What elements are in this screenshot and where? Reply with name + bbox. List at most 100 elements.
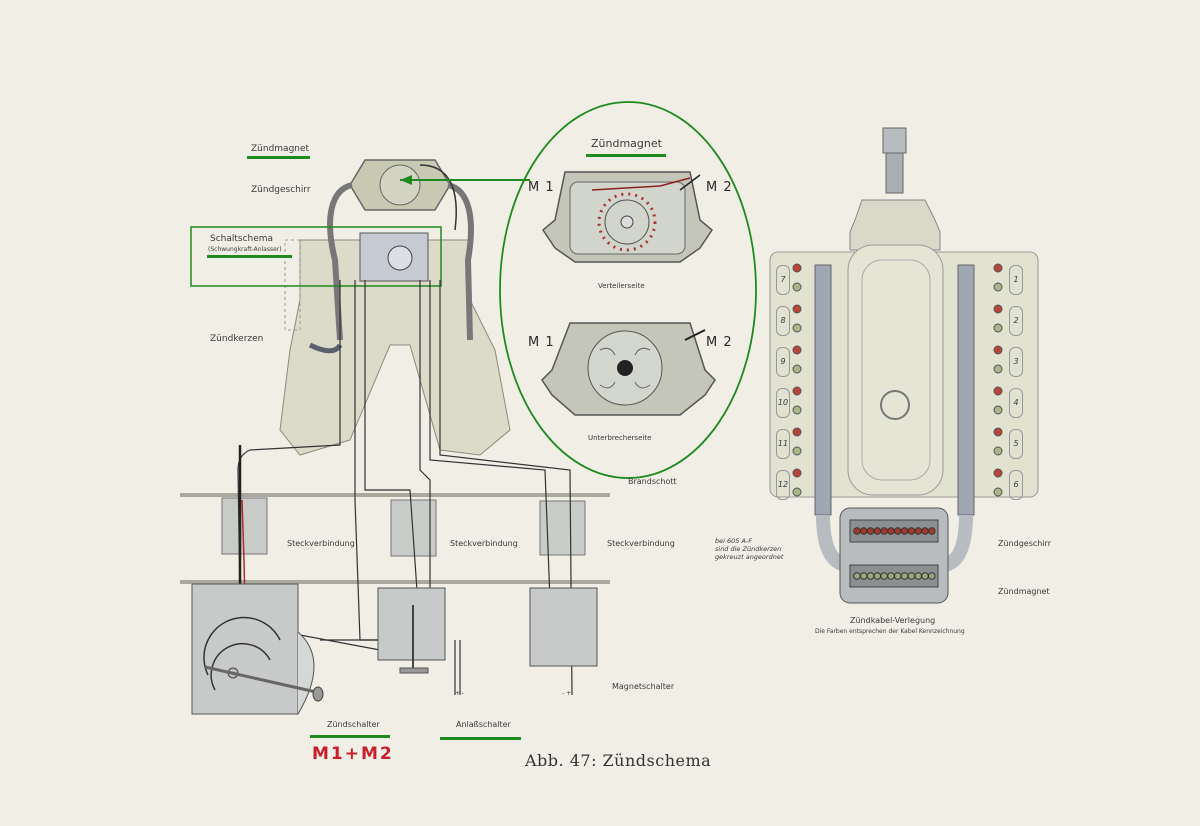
note-line-3: gekreuzt angeordnet	[715, 553, 784, 561]
label-verteilerseite: Verteilerseite	[598, 282, 645, 290]
label-schaltschema-sub: (Schwungkraft-Anlasser)	[208, 246, 282, 253]
spark-plug-left-12-0	[792, 468, 802, 478]
magneto-top-view	[542, 171, 713, 263]
magnet-terminal-m1-11	[921, 527, 929, 535]
cylinder-right-6: 6	[1009, 470, 1023, 500]
magnet-terminal-m2-7	[894, 572, 902, 580]
figure-caption: Abb. 47: Zündschema	[525, 751, 712, 770]
cylinder-right-1: 1	[1009, 265, 1023, 295]
right-title: Zündkabel-Verlegung	[850, 616, 936, 625]
label-right-zuendgeschirr: Zündgeschirr	[998, 539, 1051, 548]
magnet-terminal-m1-4	[873, 527, 882, 535]
magnet-terminal-m2-1	[853, 572, 861, 580]
underline-zuendmagnet	[247, 156, 310, 159]
detail-oval	[499, 101, 757, 479]
spark-plug-right-1-0	[993, 263, 1003, 273]
spark-plug-left-8-0	[792, 304, 802, 314]
schaltschema-highlight-frame	[190, 226, 442, 287]
cylinder-right-5: 5	[1009, 429, 1023, 459]
spark-plug-left-9-1	[792, 364, 802, 374]
magnet-terminal-m1-8	[900, 527, 909, 535]
label-magnetschalter: Magnetschalter	[612, 682, 675, 691]
spark-plug-dots	[792, 263, 1003, 497]
zuendschalter-box	[191, 583, 324, 715]
magnet-terminal-m2-8	[900, 572, 909, 580]
cylinder-right-2: 2	[1009, 306, 1023, 336]
cylinder-left-9: 9	[776, 347, 790, 377]
spark-plug-right-1-1	[993, 282, 1003, 292]
cylinder-left-8: 8	[776, 306, 790, 336]
right-subtitle: Die Farben entsprechen der Kabel Kennzei…	[815, 628, 965, 635]
engine-right	[769, 127, 1039, 604]
magnetschalter-box	[529, 587, 598, 667]
cylinder-left-11: 11	[776, 429, 790, 459]
harness-left	[327, 182, 353, 341]
detail-title: Zündmagnet	[591, 137, 662, 150]
spark-plug-right-6-0	[993, 468, 1003, 478]
cylinder-right-3: 3	[1009, 347, 1023, 377]
spark-plug-right-2-1	[993, 323, 1003, 333]
cylinder-left-12: 12	[776, 470, 790, 500]
harness-right	[447, 182, 474, 341]
underline-anlassschalter	[440, 737, 521, 740]
magnet-terminal-m2-4	[873, 572, 882, 580]
spark-plug-left-11-1	[792, 446, 802, 456]
anlassschalter-polarity: + -	[455, 690, 465, 697]
spark-plug-left-8-1	[792, 323, 802, 333]
bottom-view-m1: M 1	[528, 335, 555, 350]
magnet-terminal-m1-1	[853, 527, 861, 535]
magnet-terminal-m2-10	[914, 572, 923, 580]
bottom-view-m2: M 2	[706, 335, 733, 350]
underline-detail-title	[586, 154, 666, 157]
label-unterbrecherseite: Unterbrecherseite	[588, 434, 652, 442]
cylinder-right-4: 4	[1009, 388, 1023, 418]
magneto-bottom-view	[541, 322, 716, 416]
note-line-1: bei 605 A-F	[715, 537, 753, 545]
label-steckverbindung-3: Steckverbindung	[607, 539, 675, 548]
magnet-terminal-dots	[853, 527, 936, 580]
anlassschalter-box	[377, 587, 446, 674]
spark-plug-left-11-0	[792, 427, 802, 437]
spark-plug-right-4-0	[993, 386, 1003, 396]
underline-schaltschema	[207, 255, 292, 258]
underline-zuendschalter	[310, 735, 390, 738]
spark-plug-right-2-0	[993, 304, 1003, 314]
magnetschalter-polarity: - +	[562, 690, 572, 697]
label-anlassschalter: Anlaßschalter	[456, 720, 511, 729]
magnet-terminal-m2-3	[866, 572, 875, 580]
magnet-terminal-m1-12	[928, 527, 936, 535]
magnet-terminal-m1-3	[866, 527, 875, 535]
magnet-terminal-m2-6	[887, 572, 895, 580]
note-line-2: sind die Zündkerzen	[715, 545, 782, 553]
magnet-terminal-m1-10	[914, 527, 923, 535]
spark-plug-left-7-0	[792, 263, 802, 273]
cylinder-left-10: 10	[776, 388, 790, 418]
label-schaltschema: Schaltschema	[210, 234, 274, 244]
spark-plug-left-12-1	[792, 487, 802, 497]
magnet-terminal-m1-6	[887, 527, 895, 535]
spark-plug-right-5-1	[993, 446, 1003, 456]
label-right-zuendmagnet: Zündmagnet	[998, 587, 1050, 596]
label-zuendschalter: Zündschalter	[327, 720, 380, 729]
label-steckverbindung-1: Steckverbindung	[287, 539, 355, 548]
spark-plug-right-6-1	[993, 487, 1003, 497]
engine-left	[279, 159, 511, 456]
spark-plug-right-4-1	[993, 405, 1003, 415]
highlight-m1-m2: M1+M2	[312, 744, 394, 764]
label-zuendmagnet: Zündmagnet	[251, 144, 310, 154]
spark-plug-right-3-0	[993, 345, 1003, 355]
wiring	[237, 280, 573, 696]
magnet-terminal-m2-11	[921, 572, 929, 580]
magnet-terminal-m2-5	[880, 572, 889, 580]
top-view-m1: M 1	[528, 180, 555, 195]
spark-plug-left-9-0	[792, 345, 802, 355]
magnet-terminal-m2-9	[907, 572, 916, 580]
magnet-terminal-m1-2	[860, 527, 868, 535]
magnet-terminal-m2-2	[860, 572, 868, 580]
magnet-terminal-m1-9	[907, 527, 916, 535]
magnet-terminal-m1-7	[894, 527, 902, 535]
cylinder-left-7: 7	[776, 265, 790, 295]
label-steckverbindung-2: Steckverbindung	[450, 539, 518, 548]
spark-plug-left-7-1	[792, 282, 802, 292]
